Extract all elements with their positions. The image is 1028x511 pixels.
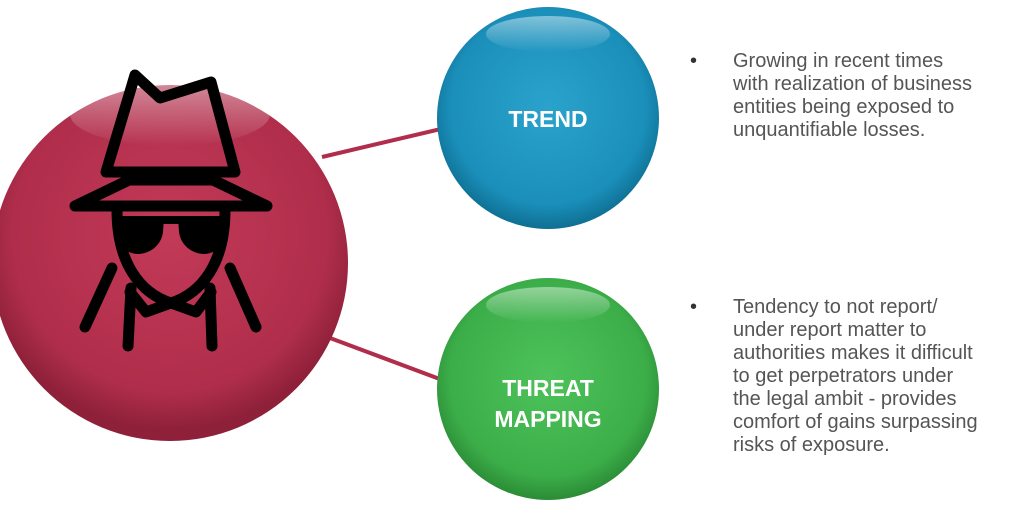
- threat-mapping-label: THREAT MAPPING: [494, 375, 602, 432]
- trend-label: TREND: [508, 106, 588, 132]
- bullet-item-trend: • Growing in recent times with realizati…: [690, 50, 1028, 142]
- hub-node: [0, 82, 348, 441]
- threat-mapping-node: [437, 278, 659, 500]
- trend-node: [437, 7, 659, 229]
- spy-icon: [69, 69, 273, 352]
- bullet-text-threat-mapping: Tendency to not report/ under report mat…: [733, 296, 978, 456]
- connector-line-threat: [321, 333, 446, 383]
- bullet-text-trend: Growing in recent times with realization…: [733, 50, 973, 141]
- bullet-item-threat-mapping: • Tendency to not report/ under report m…: [690, 296, 1028, 457]
- connector-line-trend: [321, 126, 446, 159]
- bullet-icon: •: [690, 296, 698, 318]
- bullet-icon: •: [690, 50, 698, 72]
- sunglasses-icon: [118, 216, 224, 254]
